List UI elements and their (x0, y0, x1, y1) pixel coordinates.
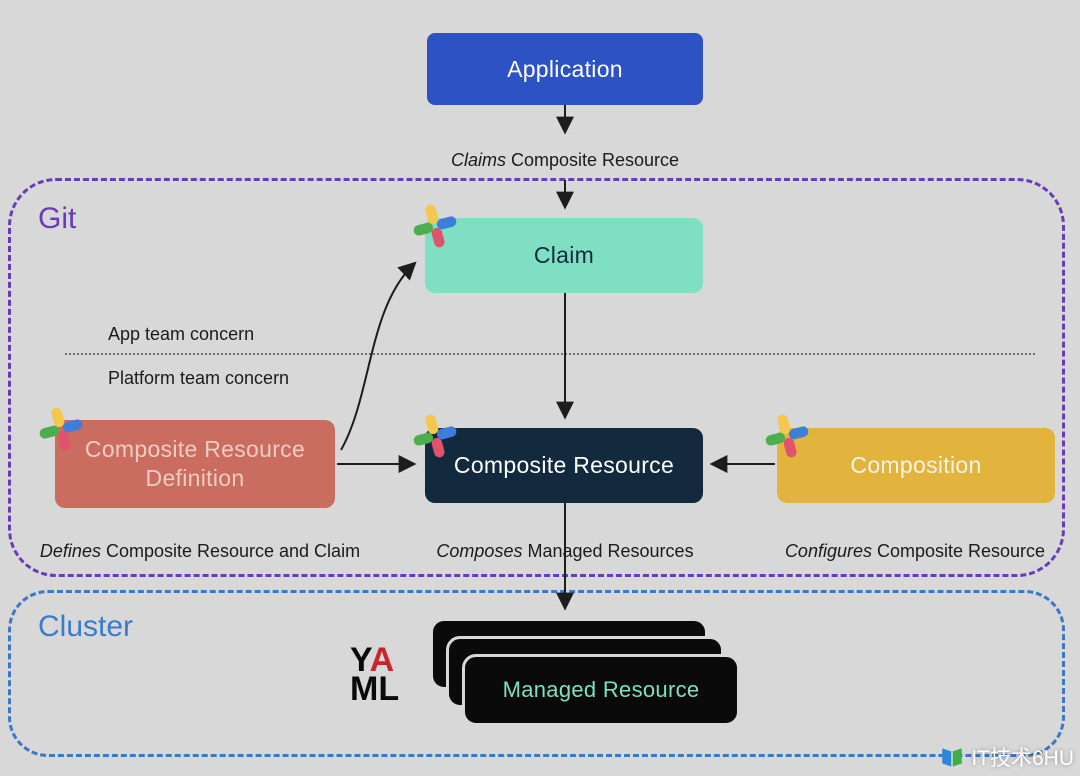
watermark-logo-icon (942, 748, 963, 767)
yaml-logo-letter-y: Y (350, 641, 370, 679)
composite-resource-node: Composite Resource (425, 428, 703, 503)
composite-resource-definition-label: Composite Resource Definition (84, 436, 306, 491)
yaml-logo-letter-a: A (369, 641, 395, 679)
configures-caption-text: Composite Resource (871, 541, 1046, 561)
yaml-logo-letters-ml: ML (350, 669, 400, 708)
crossplane-logo-icon (38, 406, 84, 452)
crossplane-logo-icon (412, 413, 458, 459)
configures-caption: Configures Composite Resource (750, 541, 1080, 562)
claims-edge-label: Claims Composite Resource (365, 150, 765, 171)
crossplane-logo-icon (764, 413, 810, 459)
defines-caption-verb: Defines (39, 541, 101, 561)
claim-label: Claim (533, 242, 595, 268)
composes-caption-verb: Composes (436, 541, 523, 561)
application-label: Application (507, 55, 623, 82)
git-region-label: Git (38, 202, 77, 235)
cluster-region (8, 590, 1065, 757)
composition-node: Composition (777, 428, 1055, 503)
composes-caption-text: Managed Resources (522, 541, 694, 561)
composition-label: Composition (850, 452, 982, 478)
claims-edge-label-text: Composite Resource (505, 150, 680, 170)
managed-resource-label: Managed Resource (502, 677, 700, 702)
claims-edge-label-verb: Claims (450, 150, 506, 170)
team-concern-divider (65, 353, 1035, 355)
app-team-concern-label: App team concern (108, 324, 255, 344)
defines-caption-text: Composite Resource and Claim (100, 541, 361, 561)
configures-caption-verb: Configures (784, 541, 872, 561)
crossplane-logo-icon (412, 203, 458, 249)
claim-node: Claim (425, 218, 703, 293)
composite-resource-label: Composite Resource (453, 452, 675, 478)
watermark: IT技术6HU (939, 742, 1074, 772)
application-node: Application (427, 33, 703, 105)
defines-caption: Defines Composite Resource and Claim (30, 541, 370, 562)
cluster-region-label: Cluster (38, 610, 134, 643)
watermark-text: IT技术6HU (971, 747, 1074, 770)
git-region (8, 178, 1065, 577)
platform-team-concern-label: Platform team concern (108, 368, 290, 388)
managed-resource-node: Managed Resource (462, 654, 740, 726)
composite-resource-definition-node: Composite Resource Definition (55, 420, 335, 508)
composes-caption: Composes Managed Resources (395, 541, 735, 562)
yaml-logo: YA ML (350, 643, 399, 706)
